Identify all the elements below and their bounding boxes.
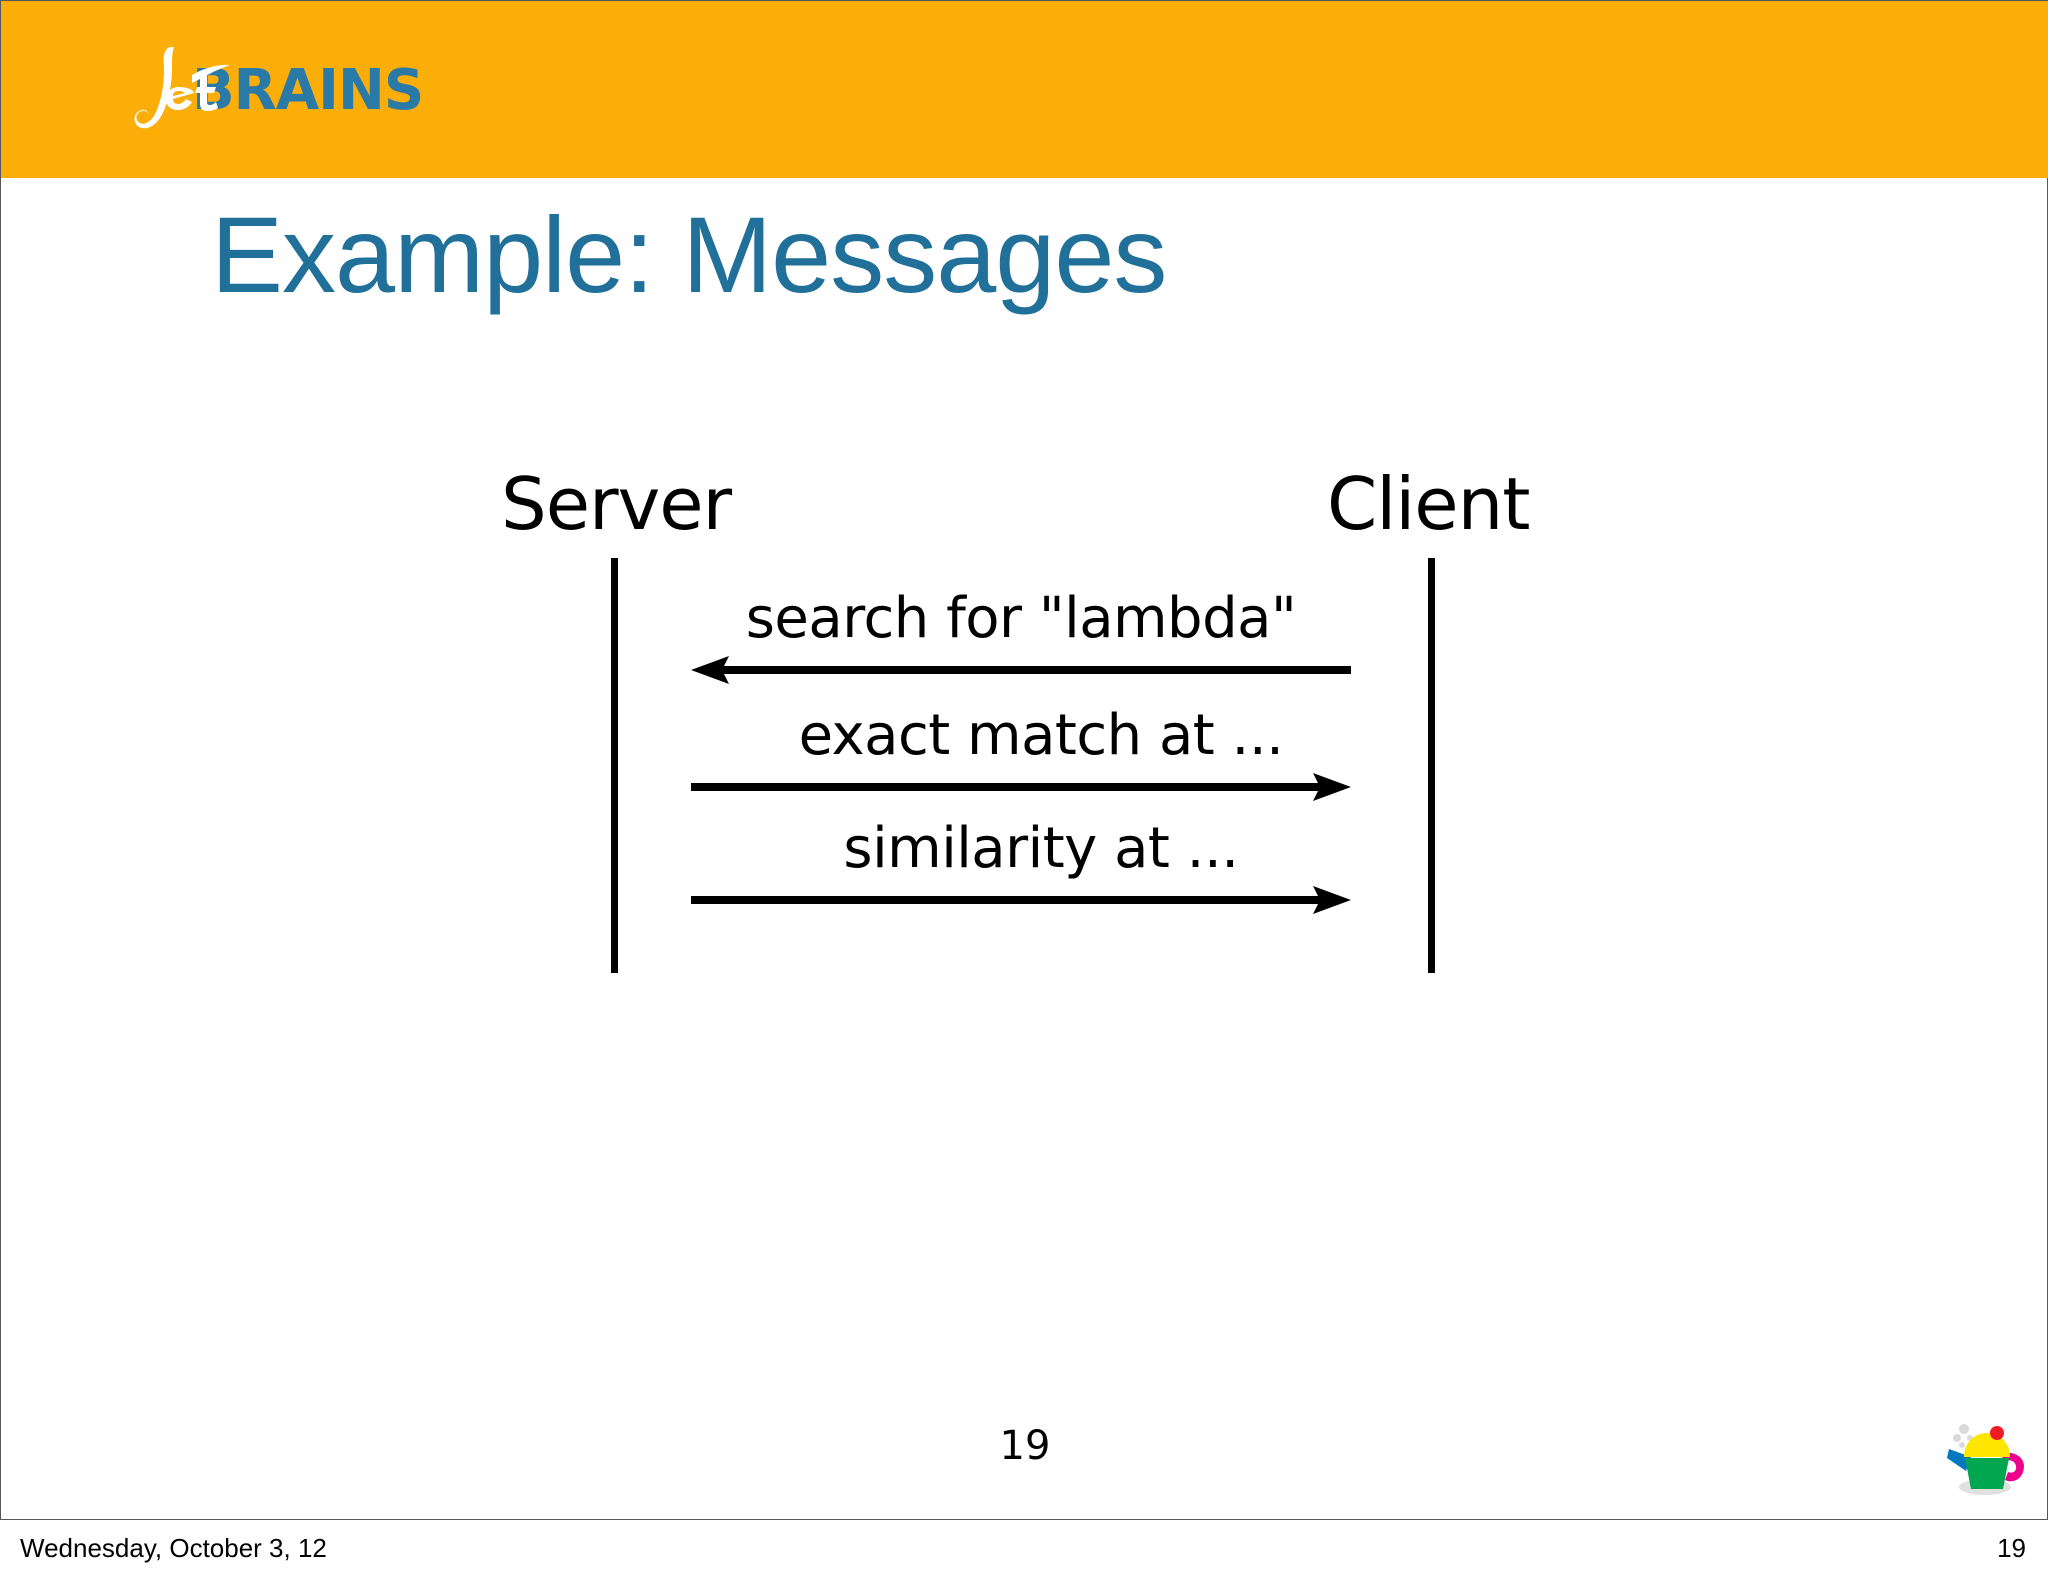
teapot-icon-svg [1947, 1424, 2025, 1495]
teapot-icon [1935, 1409, 2031, 1505]
jetbrains-logo-svg: BRAINS [134, 47, 424, 129]
footer-bar: Wednesday, October 3, 12 19 [0, 1521, 2048, 1576]
message-label-2: exact match at ... [798, 703, 1284, 768]
svg-text:BRAINS: BRAINS [192, 58, 423, 123]
message-label-3: similarity at ... [843, 816, 1239, 881]
lifeline-server [611, 558, 618, 973]
page-title: Example: Messages [211, 194, 1167, 315]
slide-canvas: BRAINS Example: Messages [0, 0, 2048, 1520]
message-arrow-right-2 [691, 770, 1351, 804]
message-arrow-right-3 [691, 883, 1351, 917]
message-row-2: exact match at ... [691, 708, 1351, 808]
jetbrains-logo: BRAINS [126, 39, 426, 134]
footer-date: Wednesday, October 3, 12 [20, 1533, 327, 1563]
slide-page-number: 19 [999, 1423, 1051, 1469]
message-row-3: similarity at ... [691, 821, 1351, 921]
actor-label-server: Server [501, 462, 732, 546]
lifeline-client [1428, 558, 1435, 973]
message-row-1: search for "lambda" [691, 591, 1351, 691]
header-band: BRAINS [1, 1, 2048, 178]
footer-page-number: 19 [1997, 1533, 2026, 1563]
message-label-1: search for "lambda" [745, 586, 1297, 651]
actor-label-client: Client [1327, 462, 1530, 546]
message-arrow-left-1 [691, 653, 1351, 687]
